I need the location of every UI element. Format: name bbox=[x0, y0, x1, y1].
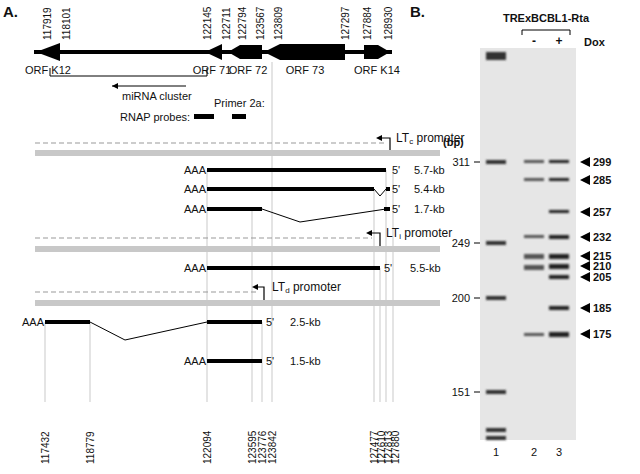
figure-label: ORF K14 bbox=[354, 64, 400, 76]
subscript: c bbox=[409, 137, 413, 146]
figure-label: AAA bbox=[22, 316, 44, 328]
subscript: d bbox=[285, 286, 289, 295]
figure-label: 2.5-kb bbox=[290, 316, 321, 328]
figure-label: 5' bbox=[392, 164, 400, 176]
figure-label: B. bbox=[410, 4, 425, 21]
coordinate-label: 122145 bbox=[202, 7, 213, 40]
figure-label: AAA bbox=[184, 262, 206, 274]
figure-label: 285 bbox=[593, 174, 611, 186]
figure-label: 5' bbox=[392, 183, 400, 195]
figure-label: 5' bbox=[266, 316, 274, 328]
figure-label: 5' bbox=[392, 203, 400, 215]
figure-label: + bbox=[555, 35, 562, 48]
figure-label: 249 bbox=[452, 237, 470, 249]
coordinate-label: 123567 bbox=[255, 7, 266, 40]
figure-label: 1.5-kb bbox=[290, 355, 321, 367]
figure-label: A. bbox=[3, 4, 18, 21]
figure-label: 3 bbox=[556, 446, 562, 458]
figure-label: AAA bbox=[184, 183, 206, 195]
figure-label: 185 bbox=[593, 302, 611, 314]
figure-label: ORF 73 bbox=[286, 64, 325, 76]
figure-label: (bp) bbox=[443, 136, 464, 148]
figure-label: LTi promoter bbox=[386, 227, 452, 242]
figure-label: 1.7-kb bbox=[414, 203, 445, 215]
figure-label: 5' bbox=[266, 355, 274, 367]
coordinate-label: 117919 bbox=[42, 7, 53, 40]
figure-label: TRExBCBL1-Rta bbox=[503, 12, 589, 24]
figure-label: AAA bbox=[184, 203, 206, 215]
figure-label: 5.5-kb bbox=[410, 262, 441, 274]
figure-label: 5.4-kb bbox=[414, 183, 445, 195]
figure-label: 205 bbox=[593, 271, 611, 283]
figure-label: - bbox=[532, 35, 536, 48]
coordinate-label: 123595 bbox=[247, 431, 258, 464]
figure-label: 2 bbox=[531, 446, 537, 458]
figure-label: Dox bbox=[584, 36, 605, 48]
figure-label: AAA bbox=[184, 164, 206, 176]
coordinate-label: 127880 bbox=[390, 431, 401, 464]
figure-label: 232 bbox=[593, 231, 611, 243]
subscript: i bbox=[399, 232, 401, 241]
coordinate-label: 117432 bbox=[40, 431, 51, 464]
coordinate-label: 122094 bbox=[202, 431, 213, 464]
coordinate-label: 118779 bbox=[85, 431, 96, 464]
figure-label: 175 bbox=[593, 328, 611, 340]
coordinate-label: 127297 bbox=[340, 7, 351, 40]
figure-label: 257 bbox=[593, 206, 611, 218]
figure-label: miRNA cluster bbox=[122, 90, 192, 102]
coordinate-label: 123842 bbox=[267, 431, 278, 464]
coordinate-label: 123776 bbox=[257, 431, 268, 464]
coordinate-label: 123809 bbox=[273, 7, 284, 40]
figure-label: 299 bbox=[593, 156, 611, 168]
coordinate-label: 127884 bbox=[362, 7, 373, 40]
figure-label: Primer 2a: bbox=[214, 97, 265, 109]
figure-label: 210 bbox=[593, 260, 611, 272]
figure-label: 151 bbox=[452, 386, 470, 398]
figure-label: AAA bbox=[184, 355, 206, 367]
figure-label: RNAP probes: bbox=[120, 111, 190, 123]
coordinate-label: 122794 bbox=[237, 7, 248, 40]
figure-label: 5' bbox=[384, 262, 392, 274]
figure-label: 200 bbox=[452, 292, 470, 304]
figure-label: LTd promoter bbox=[272, 281, 341, 296]
coordinate-label: 128930 bbox=[383, 7, 394, 40]
coordinate-label: 122711 bbox=[221, 7, 232, 40]
figure-label: 1 bbox=[493, 446, 499, 458]
coordinate-label: 118101 bbox=[61, 7, 72, 40]
figure-label: 311 bbox=[452, 156, 470, 168]
figure-label: ORF 71 bbox=[193, 64, 232, 76]
figure-label: ORF 72 bbox=[229, 64, 268, 76]
figure-label: 5.7-kb bbox=[414, 164, 445, 176]
figure-label: ORF K12 bbox=[25, 64, 71, 76]
